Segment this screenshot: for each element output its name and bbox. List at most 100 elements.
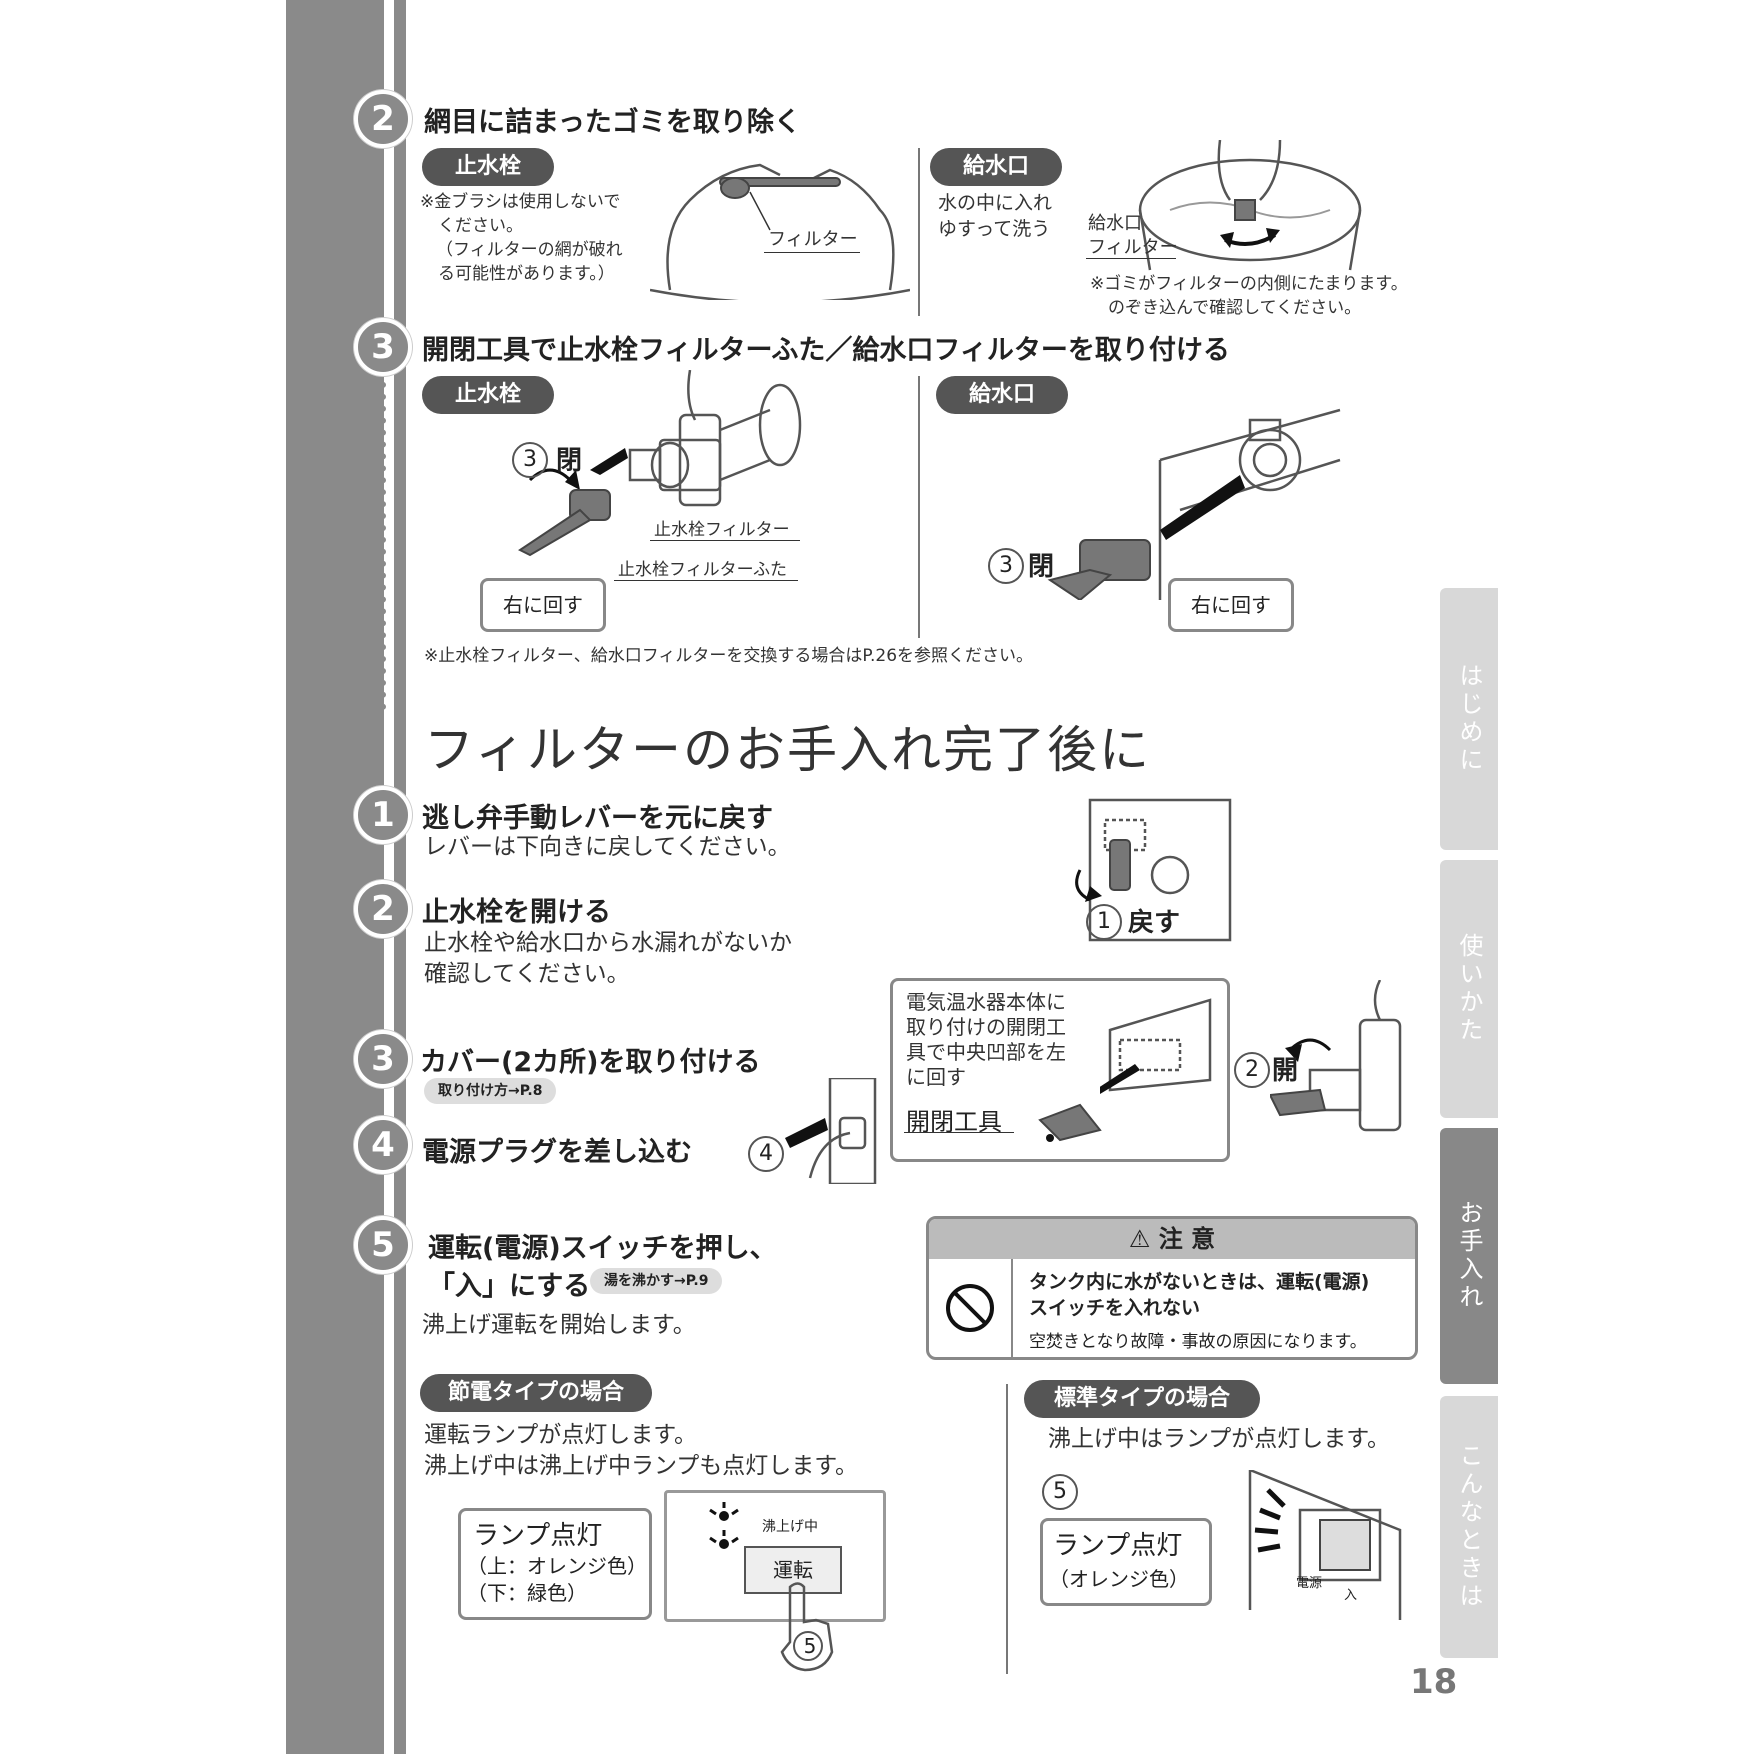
- reference-pill[interactable]: 湯を沸かす→P.9: [590, 1268, 723, 1294]
- lamp-burst-icon: [709, 1502, 739, 1549]
- debris-note: ※ゴミがフィルターの内側にたまります。 のぞき込んで確認してください。: [1090, 272, 1408, 320]
- wash-instruction: 水の中に入れ ゆすって洗う: [938, 190, 1052, 242]
- text-line: ゆすって洗う: [938, 218, 1051, 240]
- step-body: 止水栓や給水口から水漏れがないか 確認してください。: [424, 928, 792, 990]
- step-title: 網目に詰まったゴミを取り除く: [424, 107, 801, 138]
- text-line: 電気温水器本体に: [906, 990, 1066, 1014]
- section-pill-stopcock: 止水栓: [422, 376, 554, 414]
- close-label: 閉: [1028, 552, 1055, 582]
- lamp-on-callout: ランプ点灯 （オレンジ色）: [1040, 1518, 1212, 1606]
- note-line: （フィルターの網が破れ: [436, 240, 623, 260]
- label-line: 給水口: [1088, 213, 1142, 234]
- section-pill-inlet: 給水口: [936, 376, 1068, 414]
- caution-line: タンク内に水がないときは、運転(電源): [1029, 1271, 1370, 1293]
- relief-lever-illustration: [1075, 798, 1232, 942]
- wash-filter-illustration: [1138, 140, 1362, 271]
- step-title: 逃し弁手動レバーを元に戻す: [422, 803, 773, 834]
- reference-pill[interactable]: 取り付け方→P.8: [424, 1078, 557, 1104]
- close-step-number: 3: [512, 442, 548, 478]
- text-line: 具で中央凹部を左: [906, 1040, 1066, 1064]
- label-underline: [764, 252, 860, 253]
- callout-lines: （上：オレンジ色） （下：緑色）: [467, 1553, 647, 1607]
- open-step-number: 2: [1234, 1052, 1270, 1088]
- tool-callout-text: 電気温水器本体に 取り付けの開閉工 具で中央凹部を左 に回す: [906, 990, 1066, 1090]
- section-heading: フィルターのお手入れ完了後に: [424, 721, 1151, 779]
- prohibition-cell: [929, 1259, 1013, 1357]
- callout-line: （オレンジ色）: [1049, 1567, 1189, 1591]
- label-underline: [614, 580, 798, 581]
- cap-part-label: 止水栓フィルターふた: [618, 560, 787, 580]
- close-label: 閉: [556, 446, 583, 476]
- return-step-number: 1: [1086, 904, 1122, 940]
- column-divider: [918, 376, 920, 638]
- standard-description: 沸上げ中はランプが点灯します。: [1048, 1426, 1391, 1452]
- replace-filter-note: ※止水栓フィルター、給水口フィルターを交換する場合はP.26を参照ください。: [424, 646, 1034, 666]
- step-title: 開閉工具で止水栓フィルターふた／給水口フィルターを取り付ける: [422, 335, 1230, 366]
- column-divider: [1006, 1384, 1008, 1674]
- brush-filter-illustration: [650, 163, 910, 300]
- sidebar-white-line: [384, 0, 394, 1754]
- plug-step-number: 4: [748, 1136, 784, 1172]
- step-number: 5: [354, 1216, 412, 1274]
- step-number: 3: [354, 318, 412, 376]
- caution-title: 注 意: [1158, 1225, 1216, 1253]
- prohibition-icon: [946, 1284, 994, 1332]
- pressing-finger-illustration: [780, 1582, 834, 1672]
- lamp-on-callout: ランプ点灯 （上：オレンジ色） （下：緑色）: [458, 1508, 652, 1620]
- step-body: 沸上げ運転を開始します。: [422, 1312, 696, 1338]
- switch-power-label: 電源: [1296, 1576, 1323, 1591]
- side-tab-troubleshooting[interactable]: こんなときは: [1440, 1396, 1498, 1658]
- caution-sub: 空焚きとなり故障・事故の原因になります。: [1029, 1332, 1367, 1352]
- step-body: レバーは下向きに戻してください。: [424, 834, 791, 860]
- tool-icon: [1038, 1103, 1102, 1142]
- step-number: 2: [354, 90, 412, 148]
- eco-control-panel: [664, 1490, 886, 1622]
- label-line: フィルター: [1088, 237, 1178, 258]
- warning-icon: ⚠: [1128, 1225, 1159, 1253]
- note-line: ※ゴミがフィルターの内側にたまります。: [1090, 274, 1408, 294]
- tool-label: 開閉工具: [906, 1108, 1002, 1136]
- turn-right-callout: 右に回す: [1168, 578, 1294, 632]
- side-tab-maintenance[interactable]: お手入れ: [1440, 1128, 1498, 1384]
- step-title: 止水栓を開ける: [422, 897, 611, 928]
- step-title: 電源プラグを差し込む: [422, 1137, 692, 1168]
- press-step-number: 5: [803, 1634, 817, 1658]
- inlet-filter-label: 給水口 フィルター: [1088, 212, 1178, 260]
- caution-box: ⚠ 注 意 タンク内に水がないときは、運転(電源) スイッチを入れない 空焚きと…: [926, 1216, 1418, 1360]
- step-title: 運転(電源)スイッチを押し、: [428, 1233, 777, 1264]
- tool-location-illustration: [1100, 998, 1212, 1094]
- label-underline: [650, 540, 800, 541]
- note-line: る可能性があります。）: [438, 264, 615, 284]
- filter-label: フィルター: [768, 229, 858, 250]
- heating-lamp-label: 沸上げ中: [762, 1519, 818, 1535]
- open-label: 開: [1272, 1056, 1299, 1086]
- switch-on-label: 入: [1344, 1588, 1358, 1603]
- caution-main: タンク内に水がないときは、運転(電源) スイッチを入れない: [1029, 1269, 1369, 1321]
- note-line: ※金ブラシは使用しないで: [420, 192, 621, 212]
- section-pill-inlet: 給水口: [930, 148, 1062, 186]
- note-line: ください。: [438, 216, 523, 236]
- step-number: 2: [354, 880, 412, 938]
- inlet-assembly-illustration: [1047, 408, 1341, 600]
- turn-right-callout: 右に回す: [480, 578, 606, 632]
- callout-line: （下：緑色）: [467, 1581, 587, 1605]
- caution-line: スイッチを入れない: [1029, 1297, 1201, 1319]
- step-title: 「入」にする: [428, 1271, 591, 1302]
- label-underline: [1086, 258, 1176, 259]
- sidebar-dotted-line: [380, 370, 386, 710]
- open-stopcock-illustration: [1270, 980, 1402, 1132]
- body-line: 確認してください。: [424, 961, 630, 987]
- stopcock-assembly-illustration: [518, 370, 802, 557]
- side-tab-usage[interactable]: 使いかた: [1440, 860, 1498, 1118]
- label-underline: [904, 1132, 1014, 1133]
- close-step-number: 3: [988, 548, 1024, 584]
- side-tab-introduction[interactable]: はじめに: [1440, 588, 1498, 850]
- return-label: 戻す: [1128, 908, 1181, 938]
- caution-header: ⚠ 注 意: [929, 1219, 1415, 1259]
- step-number: 1: [354, 786, 412, 844]
- callout-title: ランプ点灯: [473, 1521, 603, 1551]
- column-divider: [918, 148, 920, 316]
- filter-part-label: 止水栓フィルター: [654, 520, 790, 540]
- body-line: 止水栓や給水口から水漏れがないか: [424, 930, 792, 956]
- callout-title: ランプ点灯: [1053, 1531, 1183, 1561]
